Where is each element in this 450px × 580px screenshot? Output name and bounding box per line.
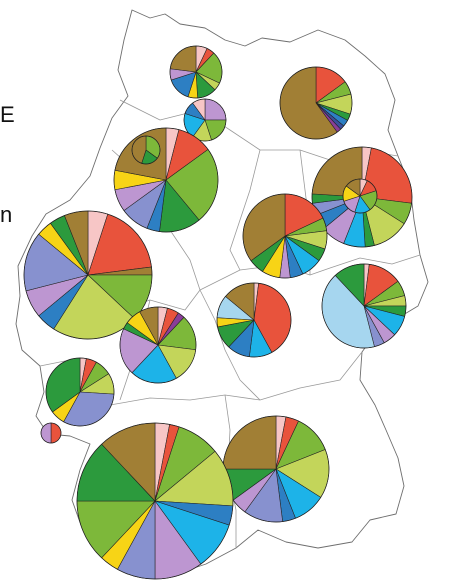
- pie-schleswig-holstein: [169, 45, 223, 99]
- pie-thueringen-outline: [216, 282, 292, 358]
- state-border-south: [71, 351, 363, 421]
- pie-mecklenburg-vorpommern-outline: [279, 66, 353, 140]
- pie-niedersachsen-outline: [113, 127, 219, 233]
- pie-schleswig-holstein-slice-8-brown: [169, 45, 197, 73]
- cropped-text-fragment-n: n: [0, 202, 13, 227]
- pie-hamburg-outline: [183, 98, 227, 142]
- pie-hamburg: [183, 98, 227, 142]
- pie-hessen-outline: [119, 306, 197, 384]
- pie-nordrhein-westfalen-outline: [23, 210, 153, 340]
- pie-bremen-outline: [131, 135, 161, 165]
- pie-mecklenburg-vorpommern: [279, 66, 353, 140]
- pie-brandenburg-outline: [311, 146, 413, 248]
- pie-baden-wuerttemberg: [76, 422, 234, 580]
- pie-bayern-slice-9-brown: [222, 415, 277, 470]
- pie-nordrhein-westfalen: [23, 210, 153, 340]
- pie-thueringen: [216, 282, 292, 358]
- cropped-text-fragment-e: E: [0, 102, 15, 127]
- pie-rheinland-pfalz-outline: [45, 357, 115, 427]
- germany-border: [15, 9, 429, 575]
- pie-niedersachsen: [113, 127, 219, 233]
- state-border-middle: [199, 254, 421, 291]
- pie-berlin-outline: [342, 178, 378, 214]
- pie-sachsen-outline: [321, 263, 407, 349]
- pie-baden-wuerttemberg-outline: [76, 422, 234, 580]
- state-border-central: [229, 149, 261, 271]
- pie-berlin: [342, 178, 378, 214]
- pie-hessen: [119, 306, 197, 384]
- pie-bremen: [131, 135, 161, 165]
- pie-saarland-slice-0-red: [50, 422, 62, 444]
- pie-saarland: [40, 422, 62, 444]
- pie-sachsen-anhalt: [242, 193, 328, 279]
- pie-rheinland-pfalz: [45, 357, 115, 427]
- pie-bayern: [222, 415, 330, 523]
- pie-sachsen: [321, 263, 407, 349]
- pie-schleswig-holstein-outline: [169, 45, 223, 99]
- pie-sachsen-anhalt-outline: [242, 193, 328, 279]
- pie-saarland-outline: [40, 422, 62, 444]
